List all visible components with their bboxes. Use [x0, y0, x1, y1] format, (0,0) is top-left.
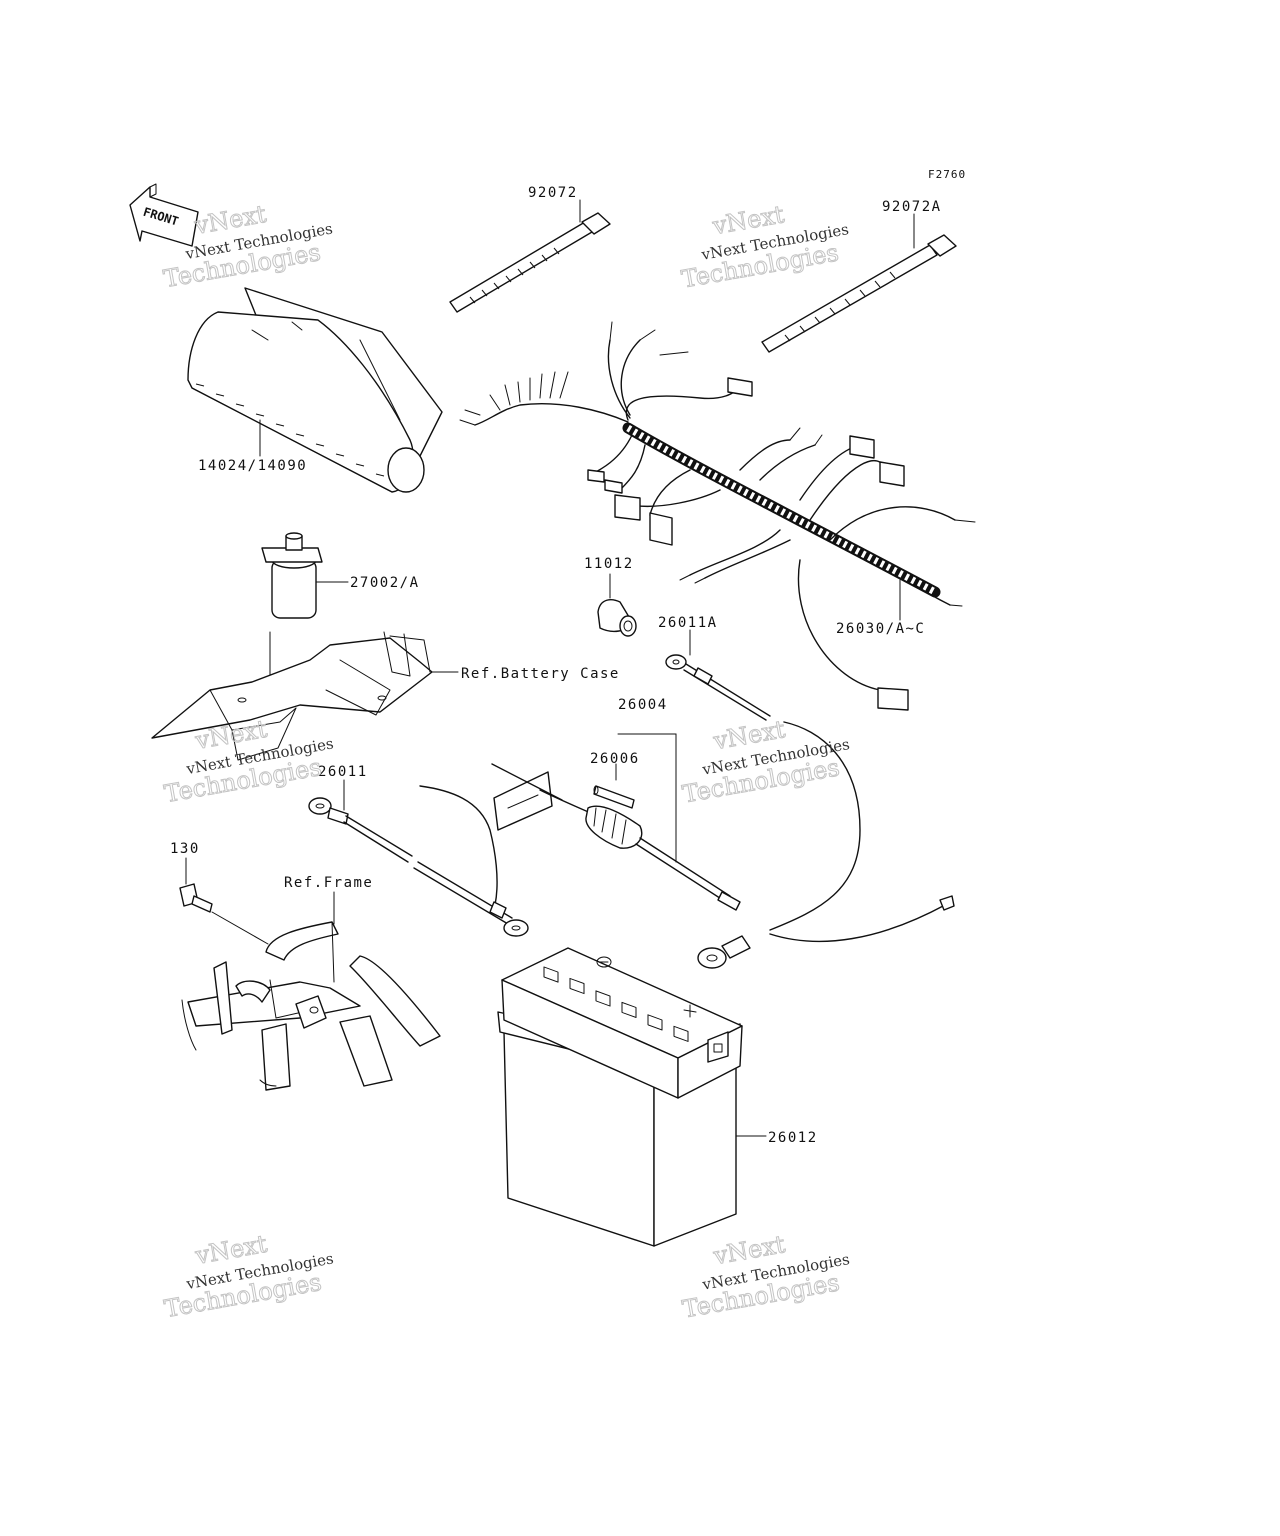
battery-26012: [497, 947, 767, 1247]
lead-26011: [308, 779, 529, 937]
cap-11012: [597, 573, 637, 637]
strap-92072A: [761, 213, 957, 353]
strap-92072: [449, 199, 611, 313]
fuse-26006: [593, 785, 635, 809]
fuse-holder-26004: [491, 733, 741, 911]
label-26004: 26004: [618, 697, 668, 713]
label-27002: 27002/A: [350, 575, 420, 591]
bolt-130: [179, 857, 269, 945]
label-92072A: 92072A: [882, 199, 942, 215]
label-26006: 26006: [590, 751, 640, 767]
cover-14024-14090: [187, 287, 443, 493]
label-26030: 26030/A~C: [836, 621, 925, 637]
watermark-5: vNext vNext Technologies Technologies: [162, 1229, 335, 1323]
figure-code: F2760: [928, 168, 966, 181]
wiring-harness-26030: [459, 321, 976, 711]
label-26011A: 26011A: [658, 615, 718, 631]
watermark-3: vNext vNext Technologies Technologies: [162, 714, 335, 808]
label-130: 130: [170, 841, 200, 857]
watermark-6: vNext vNext Technologies Technologies: [680, 1230, 851, 1324]
label-26012: 26012: [768, 1130, 818, 1146]
label-92072: 92072: [528, 185, 578, 201]
battery-case: [151, 631, 459, 761]
watermark-2: vNext vNext Technologies Technologies: [679, 200, 850, 294]
condenser-27002: [261, 532, 349, 691]
label-ref-frame: Ref.Frame: [284, 875, 373, 891]
label-14024-14090: 14024/14090: [198, 458, 307, 474]
front-arrow-icon: FRONT: [129, 183, 199, 247]
frame-section: [181, 891, 441, 1091]
watermark-4: vNext vNext Technologies Technologies: [680, 715, 851, 809]
lead-26011A: [665, 629, 955, 969]
label-26011: 26011: [318, 764, 368, 780]
label-battery-case: Ref.Battery Case: [461, 666, 620, 682]
label-11012: 11012: [584, 556, 634, 572]
